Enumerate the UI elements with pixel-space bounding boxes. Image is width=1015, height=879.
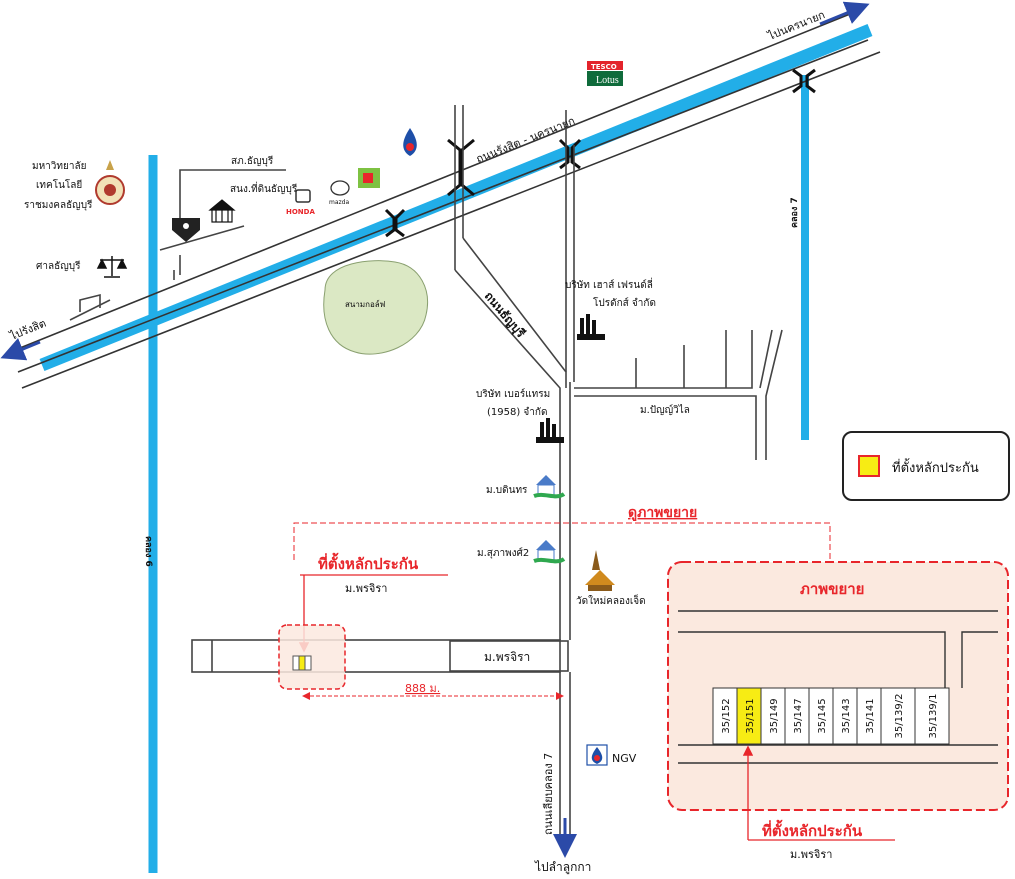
label-land-office: สนง.ที่ดินธัญบุรี bbox=[230, 181, 298, 195]
label-thanyaburi: ถนนธัญบุรี bbox=[481, 289, 528, 341]
road-phonjira bbox=[191, 639, 569, 673]
tesco-lotus-logo: TESCO Lotus bbox=[587, 61, 623, 86]
mazda-logo: mazda bbox=[329, 180, 350, 206]
svg-text:TESCO: TESCO bbox=[591, 63, 617, 71]
label-village-suphaphong: ม.สุภาพงศ์2 bbox=[477, 547, 529, 559]
enlarged-title: ภาพขยาย bbox=[800, 580, 864, 598]
house-icon bbox=[533, 540, 566, 564]
honda-logo: HONDA bbox=[286, 189, 315, 216]
label-to-nakhonnayok: ไปนครนายก bbox=[765, 8, 827, 43]
collateral-zone bbox=[278, 624, 346, 690]
lot-35-147 bbox=[784, 687, 810, 745]
lot-35-139-2 bbox=[880, 687, 916, 745]
factory-icon bbox=[577, 314, 605, 340]
police-badge-icon bbox=[172, 218, 200, 242]
enlarged-roads bbox=[678, 610, 998, 764]
lot-label: 35/145 bbox=[817, 698, 828, 733]
label-temple: วัดใหม่คลองเจ็ด bbox=[576, 593, 646, 607]
label-khlong7-road: ถนนเลียบคลอง 7 bbox=[542, 753, 555, 835]
lot-label: 35/139/1 bbox=[928, 694, 939, 739]
building-icon bbox=[208, 199, 236, 223]
label-company1-2: โปรดักส์ จำกัด bbox=[593, 296, 656, 309]
label-see-enlarged: ดูภาพขยาย bbox=[628, 505, 697, 521]
lot-35-151 bbox=[736, 687, 762, 745]
scales-icon bbox=[96, 256, 128, 278]
lot-label: 35/147 bbox=[793, 698, 804, 733]
lot-label: 35/151 bbox=[745, 698, 756, 733]
university-seal-icon bbox=[95, 160, 125, 205]
enlarged-lots: 35/152 35/151 35/149 35/147 35/145 35/143 35/1… bbox=[712, 687, 950, 745]
label-company2-1: บริษัท เบอร์แทรม bbox=[476, 388, 550, 400]
highway-rangsit-nakhonnayok bbox=[9, 9, 881, 389]
legend-swatch bbox=[858, 455, 880, 477]
lot-label: 35/152 bbox=[721, 698, 732, 733]
label-village-binthon: ม.บดินทร bbox=[486, 485, 528, 496]
lot-label: 35/143 bbox=[841, 698, 852, 733]
label-collateral-main: ที่ตั้งหลักประกัน bbox=[318, 552, 419, 573]
enlarged-panel bbox=[667, 561, 1009, 811]
bigc-logo bbox=[358, 168, 380, 188]
road-panyawilai bbox=[574, 329, 783, 460]
lot-35-152 bbox=[712, 687, 738, 745]
label-company1-1: บริษัท เฮาส์ เฟรนด์ลี่ bbox=[565, 277, 653, 291]
label-to-lamlukka: ไปลำลูกกา bbox=[534, 860, 591, 875]
svg-text:HONDA: HONDA bbox=[286, 208, 315, 216]
road-thanyaburi bbox=[454, 105, 575, 640]
lot-label: 35/149 bbox=[769, 698, 780, 733]
road-left bbox=[69, 169, 286, 321]
svg-text:mazda: mazda bbox=[329, 199, 349, 206]
lot-label: 35/141 bbox=[865, 698, 876, 733]
see-enlarged-link bbox=[293, 522, 831, 562]
factory-icon bbox=[536, 418, 564, 443]
label-phonjira-box: ม.พรจิรา bbox=[484, 650, 530, 664]
label-university-1: มหาวิทยาลัย bbox=[32, 161, 86, 172]
temple-icon bbox=[585, 550, 615, 591]
label-distance: 888 ม. bbox=[405, 682, 440, 695]
label-police: สภ.ธัญบุรี bbox=[231, 155, 274, 167]
golf-course bbox=[323, 260, 428, 355]
arrow-to-rangsit bbox=[0, 338, 41, 361]
ptt-logo-icon bbox=[403, 128, 417, 156]
ngv-ptt-icon bbox=[586, 744, 608, 766]
arrow-to-nakhonnayok bbox=[819, 1, 870, 26]
collateral-lot-marker bbox=[292, 655, 312, 671]
legend-label: ที่ตั้งหลักประกัน bbox=[892, 461, 979, 476]
label-university-2: เทคโนโลยี bbox=[36, 178, 82, 191]
lot-35-139-1 bbox=[914, 687, 950, 745]
label-village-panya: ม.ปัญญ์วิไล bbox=[640, 404, 690, 416]
label-canal6: คลอง 6 bbox=[143, 536, 153, 567]
lot-35-145 bbox=[808, 687, 834, 745]
label-collateral-enlarged: ที่ตั้งหลักประกัน bbox=[762, 819, 863, 840]
golf-label: สนามกอล์ฟ bbox=[345, 299, 386, 309]
road-khlong7 bbox=[559, 672, 571, 845]
house-icon bbox=[533, 475, 566, 499]
svg-text:Lotus: Lotus bbox=[596, 75, 619, 86]
label-collateral-village-enlarged: ม.พรจิรา bbox=[790, 848, 832, 861]
label-ngv: NGV bbox=[612, 752, 637, 765]
bridge-icon bbox=[384, 68, 816, 238]
lot-35-149 bbox=[760, 687, 786, 745]
label-university-3: ราชมงคลธัญบุรี bbox=[24, 199, 93, 211]
label-canal7: คลอง 7 bbox=[790, 197, 800, 228]
lot-label: 35/139/2 bbox=[894, 694, 905, 739]
legend-box: ที่ตั้งหลักประกัน bbox=[842, 431, 1010, 501]
label-collateral-village-main: ม.พรจิรา bbox=[345, 582, 387, 595]
label-court: ศาลธัญบุรี bbox=[36, 260, 81, 272]
label-company2-2: (1958) จำกัด bbox=[487, 407, 547, 418]
